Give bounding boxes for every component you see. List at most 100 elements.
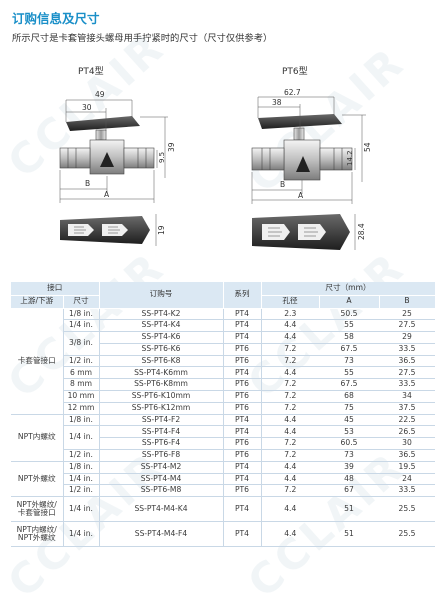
row-size: 1/8 in. [63,308,100,321]
row-bore: 4.4 [261,496,319,523]
row-series: PT4 [222,496,262,523]
page-subtitle: 所示尺寸是卡套管接头螺母用手拧紧时的尺寸（尺寸仅供参考） [12,33,273,44]
row-a: 51 [319,521,379,548]
row-bore: 7.2 [261,390,319,403]
row-order: SS-PT4-M4-K4 [99,496,223,523]
row-series: PT4 [222,425,262,439]
table-row: 1/2 in. SS-PT6-K8 PT6 7.2 73 36.5 [11,355,435,368]
pt4-dim-30: 30 [82,103,92,112]
group-label-line2: 卡套管接口 [17,508,56,518]
table-row: 卡套管接口 1/8 in. SS-PT4-K2 PT4 2.3 50.5 25 [11,308,435,415]
row-bore: 4.4 [261,331,319,344]
row-a: 39 [319,461,379,474]
row-b: 37.5 [379,402,435,415]
pt6-label: PT6型 [282,66,308,77]
row-size: 1/4 in. [63,425,100,451]
row-order: SS-PT4-M4-F4 [99,521,223,548]
row-order: SS-PT4-K2 [99,308,223,321]
row-order: SS-PT6-F8 [99,449,223,462]
table-row: NPT外螺纹 1/8 in. SS-PT4-M2 PT4 4.4 39 19.5 [11,461,435,498]
row-size: 1/2 in. [63,484,100,498]
table-row: 12 mm SS-PT6-K12mm PT6 7.2 75 37.5 [11,402,435,415]
row-a: 75 [319,402,379,415]
row-b: 27.5 [379,319,435,333]
row-order: SS-PT6-K8mm [99,378,223,392]
row-size: 10 mm [63,390,100,403]
row-a: 68 [319,390,379,403]
table-row: 6 mm SS-PT4-K6mm PT4 4.4 55 27.5 [11,366,435,380]
row-bore: 4.4 [261,473,319,486]
col-header-up-down: 上游/下游 [11,295,64,309]
row-b: 25 [379,308,435,321]
row-series: PT6 [222,390,262,403]
group-label-line1: NPT内螺纹/ [16,524,57,534]
valve-drawings: PT4型 49 30 9.5 39 B A 19 PT6型 [59,66,372,250]
table-row: 1/2 in. SS-PT6-M8 PT6 7.2 67 33.5 [11,484,435,498]
row-series: PT6 [222,449,262,462]
row-bore: 4.4 [261,366,319,380]
pt4-dim-19: 19 [157,225,166,235]
row-b: 36.5 [379,355,435,368]
pt4-side-view [59,116,155,175]
pt6-dim-14-2: 14.2 [346,150,354,166]
group-label-line1: NPT外螺纹/ [16,499,57,509]
col-header-ordering: 订购号 [99,282,224,309]
row-order: SS-PT4-M4 [99,473,223,486]
row-b: 25.5 [379,521,435,548]
row-series: PT4 [222,521,262,548]
table-row: 1/4 in. SS-PT4-M4 PT4 4.4 48 24 [11,473,435,486]
row-a: 67 [319,484,379,498]
pt4-dimensions [59,99,168,246]
pt6-side-view [251,114,353,181]
pt4-dim-a: A [104,190,110,199]
row-series: PT6 [222,343,262,356]
row-series: PT6 [222,378,262,392]
row-bore: 4.4 [261,414,319,427]
pt4-label: PT4型 [78,66,104,77]
pt6-top-view [252,214,350,250]
pt6-dim-28-4: 28.4 [357,223,366,240]
pt4-dim-39: 39 [167,142,176,152]
row-order: SS-PT4-K6mm [99,366,223,380]
col-header-series: 系列 [223,282,262,309]
row-order: SS-PT4-K6 [99,331,223,344]
row-bore: 7.2 [261,378,319,392]
row-a: 50.5 [319,308,379,321]
row-bore: 7.2 [261,484,319,498]
row-order: SS-PT6-F4 [99,437,223,451]
ordering-table: 接口 订购号 系列 尺寸（mm） 上游/下游 尺寸 孔径 A B 卡套管接口 1… [11,282,436,548]
row-size: 3/8 in. [63,331,100,356]
table-row: NPT外螺纹/ 卡套管接口 1/4 in. SS-PT4-M4-K4 PT4 4… [11,496,435,523]
table-row: 1/4 in. SS-PT4-K4 PT4 4.4 55 27.5 [11,319,435,333]
row-series: PT6 [222,355,262,368]
pt6-dim-38: 38 [272,98,282,107]
pt4-dim-49: 49 [95,90,105,99]
col-header-b: B [379,295,436,309]
row-size: 1/2 in. [63,355,100,368]
row-a: 55 [319,366,379,380]
row-b: 30 [379,437,435,451]
row-series: PT4 [222,414,262,427]
pt6-dim-62-7: 62.7 [284,88,301,97]
row-bore: 7.2 [261,355,319,368]
row-size: 1/4 in. [63,521,100,548]
pt6-dimensions [251,96,366,250]
row-bore: 7.2 [261,343,319,356]
row-bore: 7.2 [261,437,319,451]
row-series: PT4 [222,473,262,486]
row-bore: 7.2 [261,402,319,415]
table-row: 1/2 in. SS-PT6-F8 PT6 7.2 73 36.5 [11,449,435,462]
row-series: PT4 [222,366,262,380]
table-row: SS-PT6-F4 PT6 7.2 60.5 30 [11,437,435,451]
row-size: 1/4 in. [63,473,100,486]
group-label: NPT外螺纹/ 卡套管接口 [11,496,64,523]
row-bore: 4.4 [261,319,319,333]
row-b: 33.5 [379,378,435,392]
row-order: SS-PT4-F4 [99,425,223,439]
row-order: SS-PT6-M8 [99,484,223,498]
row-b: 25.5 [379,496,435,523]
row-b: 26.5 [379,425,435,439]
row-order: SS-PT4-F2 [99,414,223,427]
row-b: 22.5 [379,414,435,427]
row-size: 1/4 in. [63,496,100,523]
